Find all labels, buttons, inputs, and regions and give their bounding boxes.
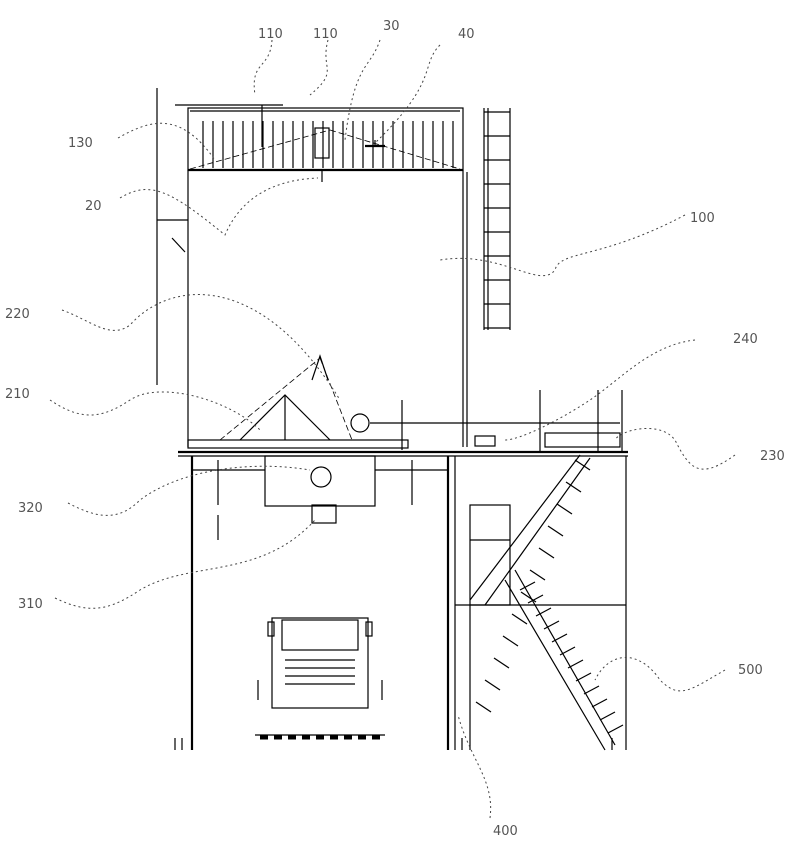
leader-lines [49,39,736,819]
stair-step [591,698,608,708]
label-20: 20 [85,199,102,214]
label-220: 220 [5,307,30,322]
label-500: 500 [738,663,763,678]
tank-body [187,170,620,450]
stair-step [527,594,544,604]
staircase [469,454,624,751]
stair-step [519,581,536,591]
label-40: 40 [458,27,475,42]
label-110-a: 110 [258,27,283,42]
stair-step [599,711,616,721]
stair-step [567,659,584,669]
label-400: 400 [493,824,518,839]
stair-step [574,459,591,471]
reference-labels: 110 110 30 40 130 20 100 220 210 240 230… [5,19,785,839]
stair-step [575,672,592,682]
label-240: 240 [733,332,758,347]
label-320: 320 [18,501,43,516]
roof-section [175,104,464,182]
label-230: 230 [760,449,785,464]
stair-step [556,503,573,515]
left-column [156,88,188,385]
stair-step [484,679,501,691]
stair-step [502,635,519,647]
stair-step [543,620,560,630]
stair-step [559,646,576,656]
platform [178,390,628,457]
stair-step [607,724,624,734]
stair-step [511,613,528,625]
stair-step [475,701,492,713]
stair-step [493,657,510,669]
stair-step [547,525,564,537]
truck [255,617,385,740]
label-130: 130 [68,136,93,151]
stair-step [551,633,568,643]
stair-step [535,607,552,617]
ground-marks [174,738,613,750]
label-100: 100 [690,211,715,226]
stair-step [538,547,555,559]
stair-step [529,569,546,581]
substructure [190,455,627,750]
stair-step [565,481,582,493]
stair-step [583,685,600,695]
label-310: 310 [18,597,43,612]
label-30: 30 [383,19,400,34]
label-110-b: 110 [313,27,338,42]
label-210: 210 [5,387,30,402]
ladder-cage [483,108,511,330]
